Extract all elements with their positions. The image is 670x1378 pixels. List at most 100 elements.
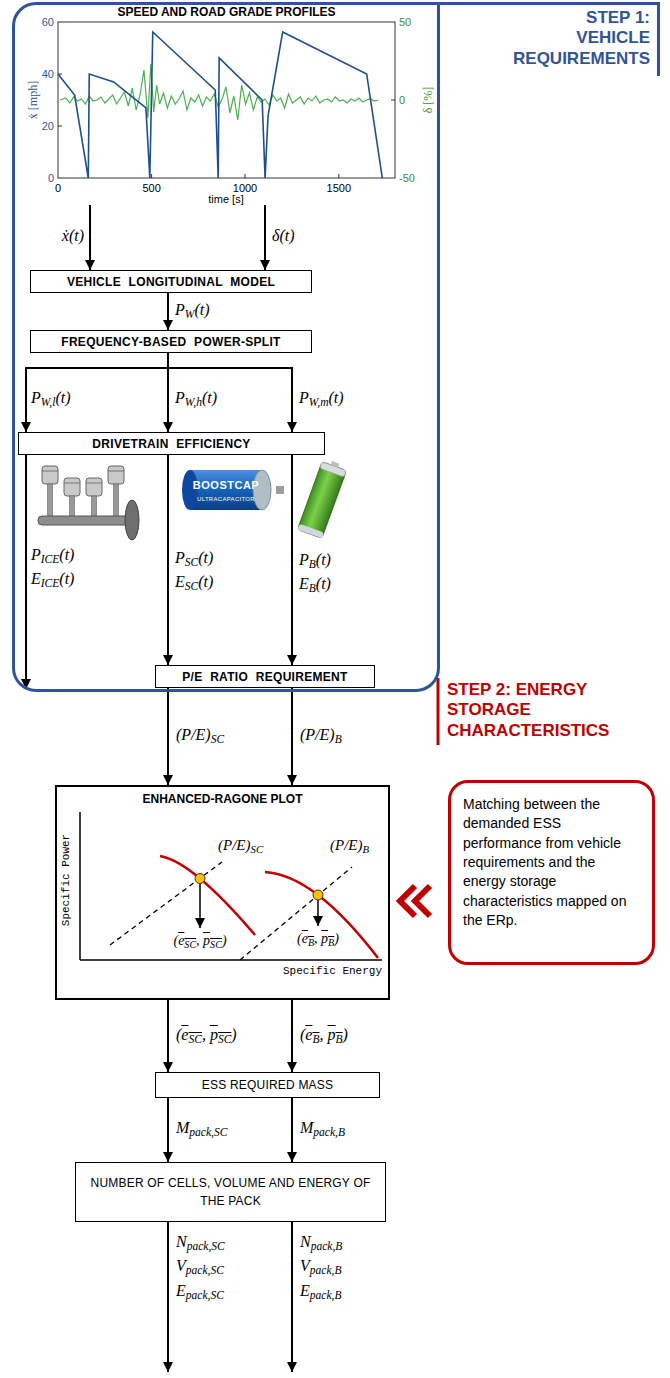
text-run: N <box>300 1233 311 1250</box>
text-run: pB <box>321 931 334 946</box>
edge-label: PW(t) <box>175 300 209 322</box>
text-run: SC <box>188 1033 201 1045</box>
engine-illustration <box>108 466 124 484</box>
text-run: ( <box>173 933 178 948</box>
text-run: (t) <box>202 389 217 406</box>
flow-arrow <box>89 205 91 270</box>
text-run: pack,SC <box>186 1265 224 1277</box>
ragone-curves <box>313 890 323 900</box>
step2-bracket <box>437 678 440 745</box>
flow-arrow <box>167 1098 169 1162</box>
process-box: FREQUENCY-BASED POWER-SPLIT <box>30 330 312 353</box>
text-run: P <box>175 549 185 566</box>
axis-label: Specific Power <box>60 834 73 926</box>
chart-axes <box>151 174 152 178</box>
box-label: ESS REQUIRED MASS <box>202 1076 333 1094</box>
product-label: BOOSTCAP <box>193 479 259 492</box>
process-box: P/E RATIO REQUIREMENT <box>155 665 375 688</box>
flow-arrow <box>168 353 292 432</box>
text-run: p <box>321 931 328 946</box>
text-run: (P/E) <box>300 726 335 743</box>
engine-illustration <box>86 478 102 496</box>
text-run: SC <box>211 733 224 745</box>
text-run: B <box>309 558 316 570</box>
text-run: (P/E) <box>330 837 362 853</box>
tick-label: 40 <box>42 67 54 81</box>
product-label: ULTRACAPACITOR <box>197 496 255 503</box>
text-run: P <box>175 389 185 406</box>
text-run: E <box>300 1282 310 1299</box>
text-run: (P/E) <box>218 837 250 853</box>
text-run: W <box>185 308 195 320</box>
tick-label: 1500 <box>327 181 351 195</box>
edge-label: PW,h(t) <box>175 388 217 410</box>
info-text: Matching between the demanded ESS perfor… <box>463 795 640 930</box>
edge-label: Mpack,B <box>300 1118 345 1140</box>
ragone-curves <box>195 874 205 884</box>
text-run: p <box>203 933 210 948</box>
text-run: B <box>328 937 334 948</box>
chevron-symbol <box>415 886 430 916</box>
tick-label: 1000 <box>233 181 257 195</box>
chart-axes <box>245 174 246 178</box>
axis-label: δ [%] <box>421 87 435 114</box>
step1-bracket <box>657 2 660 76</box>
flow-arrow <box>167 1000 169 1072</box>
text-run: e <box>302 931 308 946</box>
step-heading: STEP 2: ENERGY STORAGE CHARACTERISTICS <box>447 680 617 741</box>
text-run: P <box>175 301 185 318</box>
text-run: V <box>300 1257 310 1274</box>
text-run: (P/E) <box>176 726 211 743</box>
edge-label: (P/E)SC <box>176 725 224 747</box>
text-run: ( <box>300 1026 305 1043</box>
pack-output-arrows <box>168 1222 292 1372</box>
text-run: B <box>335 733 342 745</box>
text-run: ( <box>176 1026 181 1043</box>
chart-panel: SPEED AND ROAD GRADE PROFILES <box>58 5 395 205</box>
process-box: DRIVETRAIN EFFICIENCY <box>18 432 325 455</box>
point-label: (eB, pB) <box>295 931 341 949</box>
text-run: e <box>181 1026 188 1043</box>
text-run: ) <box>222 933 227 948</box>
chart-axes <box>391 100 395 101</box>
point-label: (eSC, pSC) <box>171 933 228 951</box>
text-run: P <box>299 551 309 568</box>
text-run: e <box>305 1026 312 1043</box>
signal-label: PICE(t) EICE(t) <box>31 545 74 594</box>
step1-bracket <box>437 2 660 5</box>
text-run: P <box>299 389 309 406</box>
engine-illustration <box>114 484 119 517</box>
process-box: NUMBER OF CELLS, VOLUME AND ENERGY OF TH… <box>75 1162 386 1222</box>
text-run: SC <box>185 581 198 593</box>
text-run: pack,B <box>310 1265 342 1277</box>
axis-label: ẋ [mph] <box>26 81 40 119</box>
text-run: ) <box>334 931 339 946</box>
flow-arrow <box>291 1000 293 1072</box>
text-run: SC <box>218 1033 231 1045</box>
flow-arrow <box>291 455 293 665</box>
text-run: (t) <box>316 575 331 592</box>
text-run: p <box>327 1026 335 1043</box>
chart-lines <box>58 32 382 178</box>
process-box: VEHICLE LONGITUDINAL MODEL <box>30 270 312 293</box>
box-label: NUMBER OF CELLS, VOLUME AND ENERGY OF TH… <box>82 1174 379 1210</box>
edge-label: PB(t) EB(t) <box>299 550 331 599</box>
engine-illustration <box>64 483 80 484</box>
edge-label: (eB, pB) <box>300 1025 348 1047</box>
text-run: p <box>210 1026 218 1043</box>
text-run: B <box>335 1033 342 1045</box>
supercapacitor-illustration <box>190 470 262 510</box>
battery-illustration <box>297 524 323 539</box>
edge-label: (eSC, pSC) <box>176 1025 237 1047</box>
text-run: V <box>176 1257 186 1274</box>
flow-arrow <box>26 353 168 432</box>
ragone-curves <box>317 900 319 926</box>
text-run: N <box>176 1233 187 1250</box>
text-run: SC <box>250 843 263 855</box>
text-run: SC <box>184 939 196 950</box>
tick-label: 60 <box>42 15 54 29</box>
edge-label: Mpack,SC <box>176 1118 227 1140</box>
engine-illustration <box>38 466 139 540</box>
text-run: ) <box>343 1026 348 1043</box>
